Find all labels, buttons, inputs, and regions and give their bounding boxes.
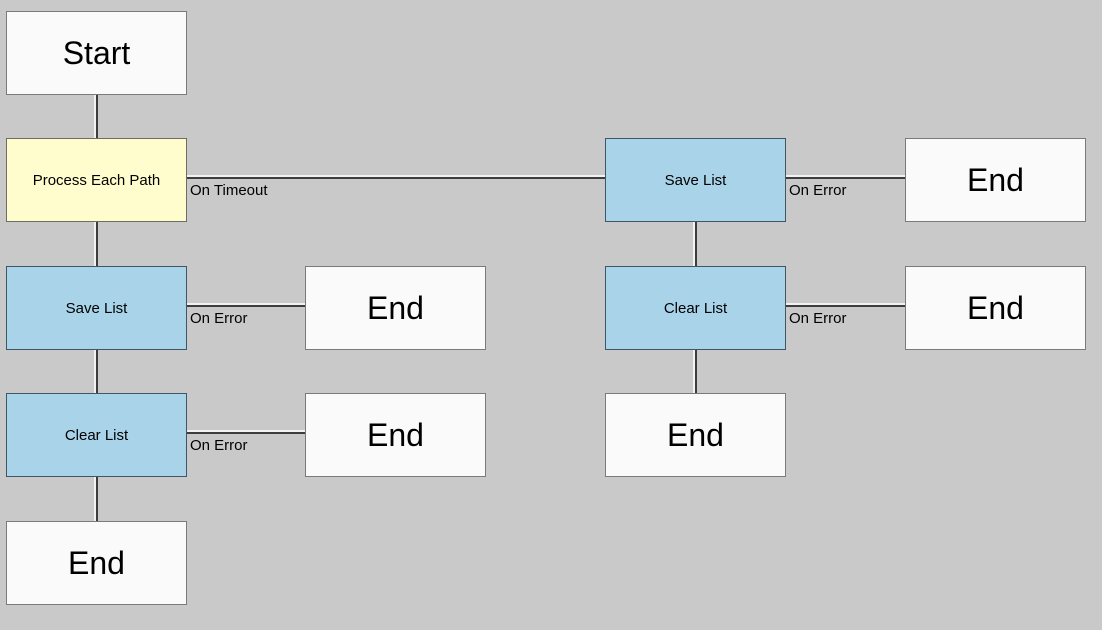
node-end-center-row3[interactable]: End	[605, 393, 786, 477]
node-start[interactable]: Start	[6, 11, 187, 95]
connector-label-save-left-to-end-error: On Error	[190, 310, 248, 327]
connector-process-to-save-left	[94, 222, 98, 266]
node-label-start: Start	[62, 34, 131, 71]
node-save-list-left[interactable]: Save List	[6, 266, 187, 350]
node-process-each-path[interactable]: Process Each Path	[6, 138, 187, 222]
node-save-list-right[interactable]: Save List	[605, 138, 786, 222]
node-label-clear-list-left: Clear List	[64, 426, 129, 444]
connector-clear-left-to-end-error	[187, 430, 305, 434]
node-end-top-right[interactable]: End	[905, 138, 1086, 222]
node-label-process-each-path: Process Each Path	[32, 171, 161, 189]
connector-save-right-to-clear-right	[693, 222, 697, 266]
node-label-end-center-row3: End	[667, 416, 724, 453]
connector-clear-right-to-end-center	[693, 350, 697, 393]
node-end-right-row2[interactable]: End	[905, 266, 1086, 350]
node-label-end-right-row2: End	[967, 289, 1024, 326]
node-label-save-list-right: Save List	[664, 171, 727, 189]
node-clear-list-right[interactable]: Clear List	[605, 266, 786, 350]
node-end-mid-row3[interactable]: End	[305, 393, 486, 477]
node-label-end-top-right: End	[967, 161, 1024, 198]
connector-label-save-right-to-end-error: On Error	[789, 182, 847, 199]
node-end-mid-row2[interactable]: End	[305, 266, 486, 350]
node-label-end-bottom-left: End	[68, 544, 125, 581]
connector-clear-left-to-end-bottom	[94, 477, 98, 521]
node-label-end-mid-row3: End	[367, 416, 424, 453]
node-clear-list-left[interactable]: Clear List	[6, 393, 187, 477]
connector-save-right-to-end-error	[786, 175, 905, 179]
connector-save-left-to-clear-left	[94, 350, 98, 393]
node-end-bottom-left[interactable]: End	[6, 521, 187, 605]
connector-clear-right-to-end-error	[786, 303, 905, 307]
connector-label-clear-right-to-end-error: On Error	[789, 310, 847, 327]
connector-label-process-to-save-right: On Timeout	[190, 182, 268, 199]
node-label-clear-list-right: Clear List	[663, 299, 728, 317]
connector-start-to-process	[94, 95, 98, 138]
connector-process-to-save-right	[187, 175, 605, 179]
node-label-end-mid-row2: End	[367, 289, 424, 326]
node-label-save-list-left: Save List	[65, 299, 128, 317]
connector-save-left-to-end-error	[187, 303, 305, 307]
connector-label-clear-left-to-end-error: On Error	[190, 437, 248, 454]
